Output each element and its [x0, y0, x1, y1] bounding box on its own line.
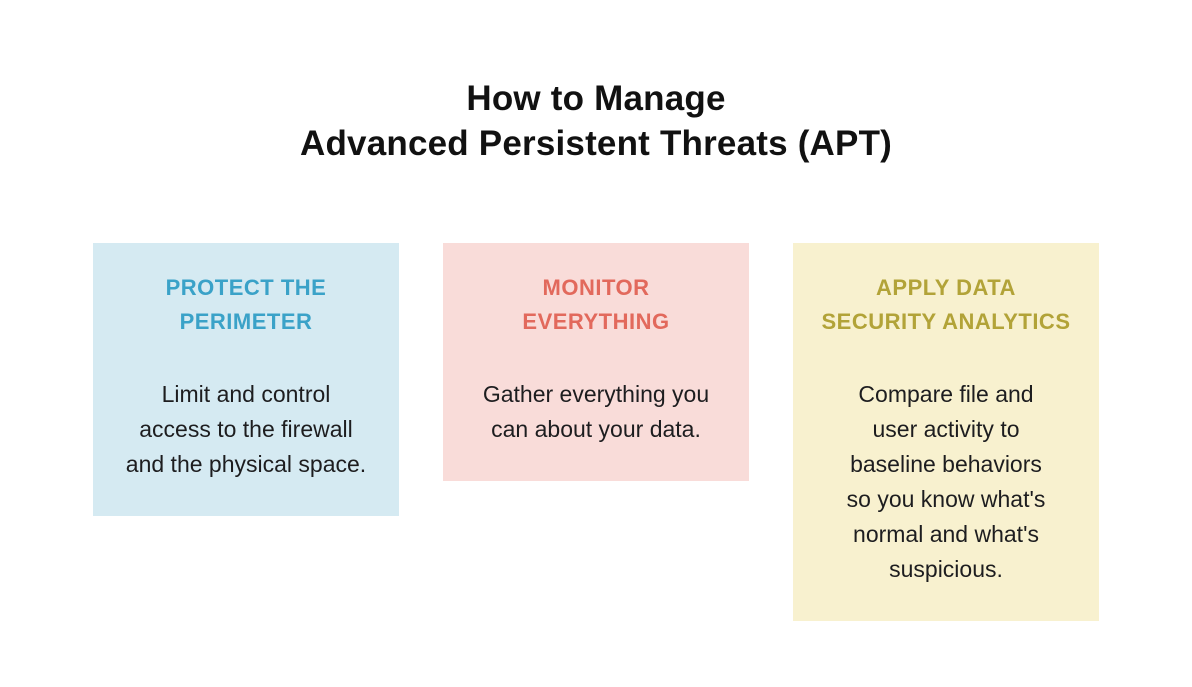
infographic-title: How to Manage Advanced Persistent Threat… [299, 79, 893, 163]
card-heading-apply-data-security-analytics: APPLY DATA SECURITY ANALYTICS [821, 275, 1071, 334]
card-heading-monitor-everything: MONITOR EVERYTHING [522, 275, 670, 334]
card-apply-data-security-analytics: APPLY DATA SECURITY ANALYTICS Compare fi… [793, 243, 1099, 621]
card-heading-protect-the-perimeter: PROTECT THE PERIMETER [165, 275, 327, 334]
card-body-apply-data-security-analytics: Compare file and user activity to baseli… [846, 381, 1046, 582]
card-monitor-everything: MONITOR EVERYTHING Gather everything you… [443, 243, 749, 481]
card-body-monitor-everything: Gather everything you can about your dat… [482, 381, 710, 442]
card-protect-the-perimeter: PROTECT THE PERIMETER Limit and control … [93, 243, 399, 516]
card-body-protect-the-perimeter: Limit and control access to the firewall… [125, 381, 367, 477]
cards-row: PROTECT THE PERIMETER Limit and control … [0, 243, 1192, 621]
